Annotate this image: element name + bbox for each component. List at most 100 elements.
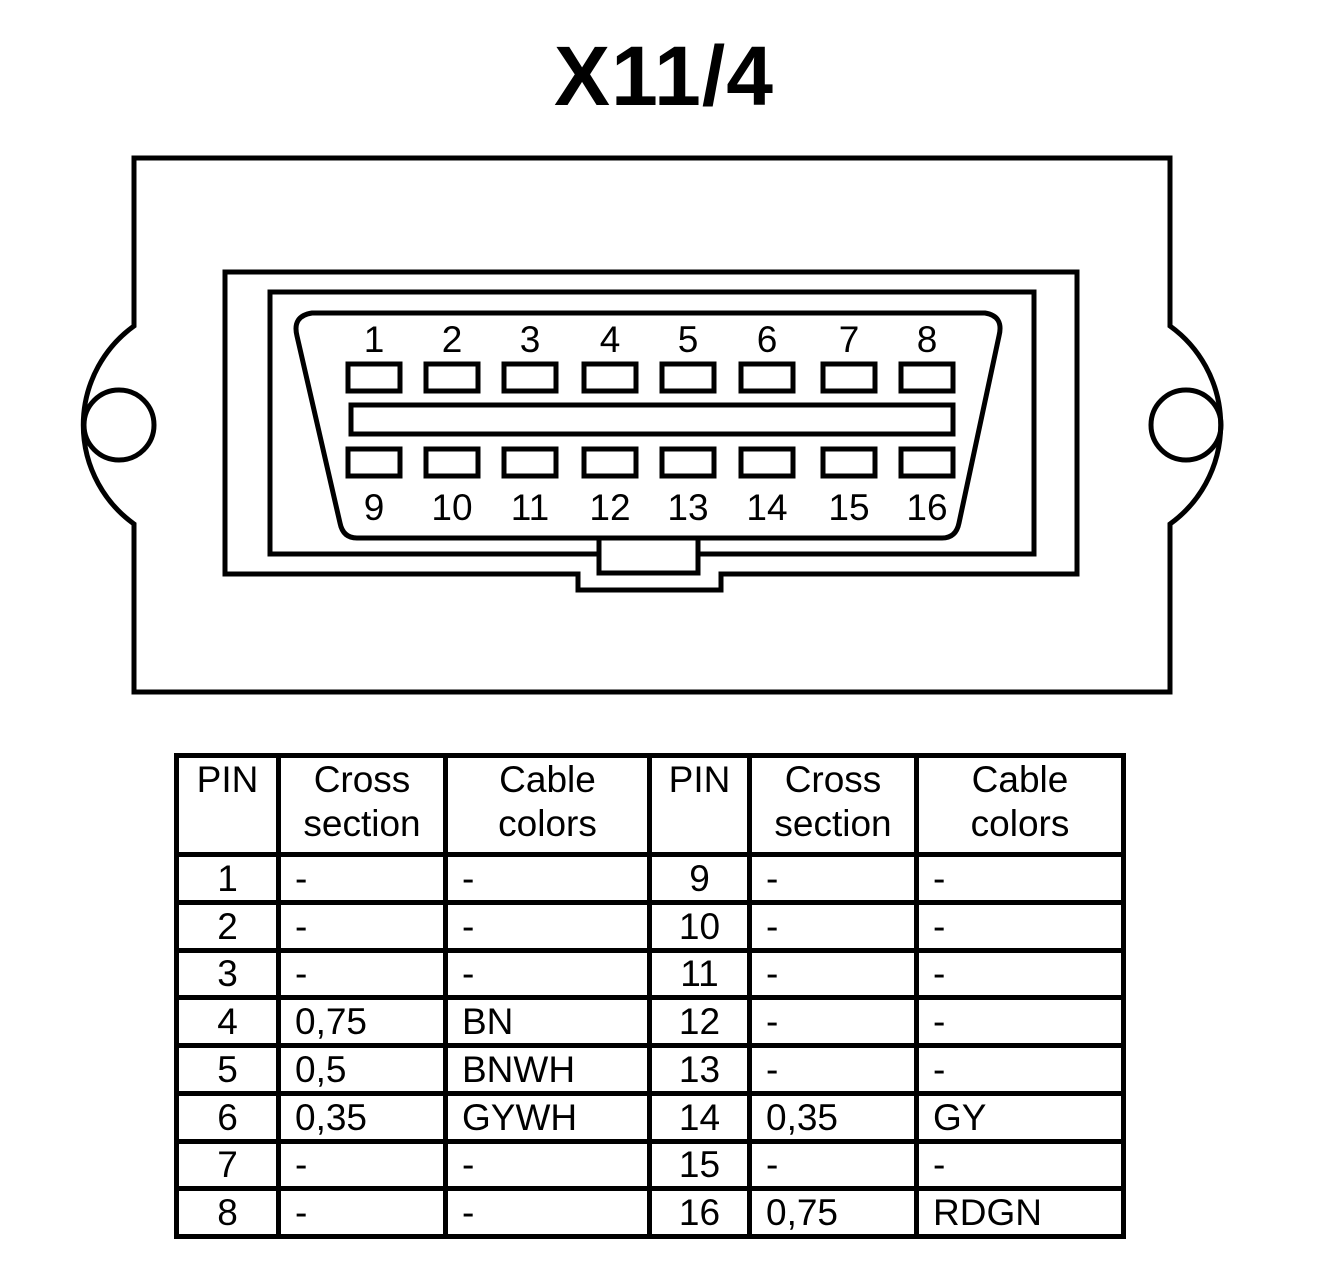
cross-section-cell: -	[276, 1138, 448, 1192]
cross-section-cell: 0,75	[276, 995, 448, 1048]
pin-contact-8	[898, 361, 956, 394]
pin-number-label: 1	[364, 319, 385, 360]
cross-section-cell: 0,75	[747, 1186, 919, 1239]
cross-section-cell: -	[747, 1043, 919, 1096]
column-header: PIN	[174, 753, 281, 857]
pin-contact-2	[423, 361, 481, 394]
pin-number-label: 2	[442, 319, 463, 360]
pin-number-label: 13	[667, 487, 708, 528]
key-tab	[596, 535, 701, 576]
right-mounting-hole	[1148, 387, 1224, 463]
pin-cell: 12	[647, 995, 752, 1048]
flange-outline	[80, 155, 1224, 695]
table-row: 2--10--	[174, 899, 1126, 953]
pin-number-label: 6	[757, 319, 778, 360]
pin-number-label: 7	[839, 319, 860, 360]
table-row: 7--15--	[174, 1138, 1126, 1192]
cable-color-cell: -	[914, 852, 1126, 905]
pin-number-label: 14	[746, 487, 787, 528]
cross-section-cell: -	[276, 947, 448, 1001]
table-row: 3--11--	[174, 947, 1126, 1001]
column-header: Cross section	[747, 753, 919, 857]
pin-cell: 8	[174, 1186, 281, 1239]
connector-face	[293, 310, 1003, 541]
pin-number-label: 3	[520, 319, 541, 360]
pin-number-label: 15	[828, 487, 869, 528]
pin-contact-7	[820, 361, 878, 394]
pin-contact-14	[738, 446, 796, 479]
cross-section-cell: 0,5	[276, 1043, 448, 1096]
pin-number-label: 9	[364, 487, 385, 528]
column-header: Cross section	[276, 753, 448, 857]
column-header: Cable colors	[914, 753, 1126, 857]
cable-color-cell: -	[914, 1043, 1126, 1096]
cable-color-cell: GY	[914, 1090, 1126, 1144]
pin-contact-11	[501, 446, 559, 479]
pin-cell: 14	[647, 1090, 752, 1144]
pin-contact-15	[820, 446, 878, 479]
outer-housing	[222, 269, 1080, 593]
pin-cell: 9	[647, 852, 752, 905]
pin-cell: 3	[174, 947, 281, 1001]
pin-contact-5	[659, 361, 717, 394]
column-header: PIN	[647, 753, 752, 857]
pin-number-label: 4	[600, 319, 621, 360]
cable-color-cell: -	[914, 1138, 1126, 1192]
center-bar	[348, 402, 956, 437]
pin-contact-3	[501, 361, 559, 394]
column-header: Cable colors	[443, 753, 652, 857]
cable-color-cell: -	[914, 995, 1126, 1048]
pin-cell: 6	[174, 1090, 281, 1144]
pin-contact-4	[581, 361, 639, 394]
pin-cell: 15	[647, 1138, 752, 1192]
cross-section-cell: 0,35	[747, 1090, 919, 1144]
cable-color-cell: -	[914, 899, 1126, 953]
pin-cell: 16	[647, 1186, 752, 1239]
cross-section-cell: -	[747, 852, 919, 905]
pin-cell: 11	[647, 947, 752, 1001]
cross-section-cell: -	[747, 947, 919, 1001]
cross-section-cell: -	[747, 1138, 919, 1192]
pin-cell: 2	[174, 899, 281, 953]
cable-color-cell: BNWH	[443, 1043, 652, 1096]
pin-contact-1	[345, 361, 403, 394]
cable-color-cell: -	[443, 1138, 652, 1192]
pin-cell: 4	[174, 995, 281, 1048]
cross-section-cell: -	[276, 852, 448, 905]
pin-number-label: 5	[678, 319, 699, 360]
cable-color-cell: -	[443, 947, 652, 1001]
cable-color-cell: RDGN	[914, 1186, 1126, 1239]
pin-number-label: 11	[511, 487, 549, 528]
table-row: 1--9--	[174, 852, 1126, 905]
cable-color-cell: -	[443, 899, 652, 953]
pin-contact-16	[898, 446, 956, 479]
pin-cell: 7	[174, 1138, 281, 1192]
cross-section-cell: -	[276, 899, 448, 953]
pin-contact-12	[581, 446, 639, 479]
pin-contact-13	[659, 446, 717, 479]
cable-color-cell: GYWH	[443, 1090, 652, 1144]
pin-number-label: 16	[906, 487, 947, 528]
pin-contact-6	[738, 361, 796, 394]
cross-section-cell: 0,35	[276, 1090, 448, 1144]
left-mounting-hole	[81, 387, 157, 463]
cable-color-cell: -	[443, 852, 652, 905]
pin-contact-9	[345, 446, 403, 479]
cable-color-cell: -	[443, 1186, 652, 1239]
pin-number-label: 8	[917, 319, 938, 360]
cable-color-cell: -	[914, 947, 1126, 1001]
cross-section-cell: -	[747, 899, 919, 953]
pin-number-label: 10	[431, 487, 472, 528]
pin-contact-10	[423, 446, 481, 479]
pin-cell: 5	[174, 1043, 281, 1096]
connector-title: X11/4	[554, 29, 774, 123]
